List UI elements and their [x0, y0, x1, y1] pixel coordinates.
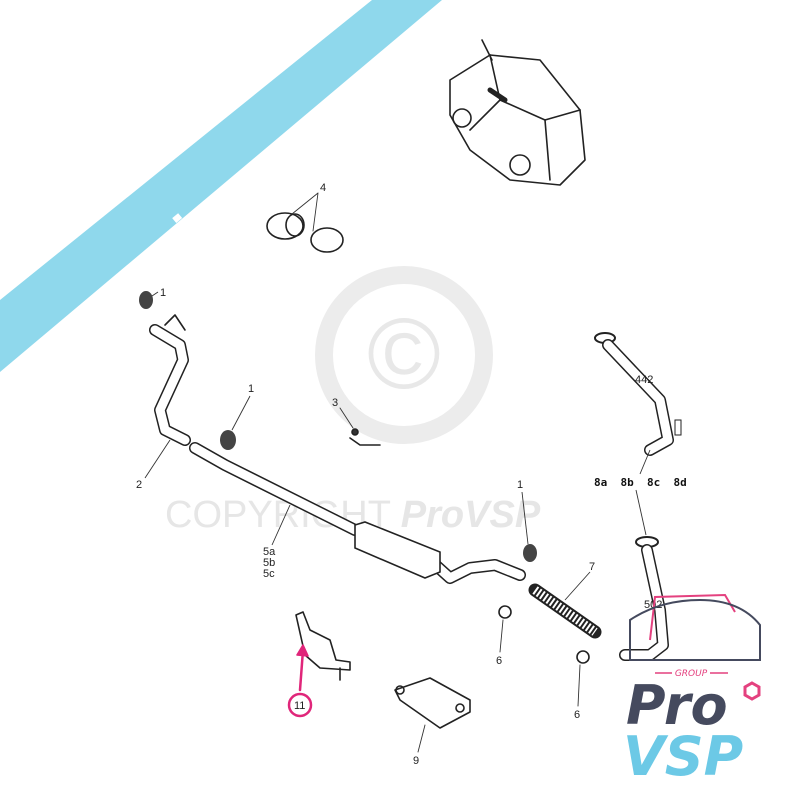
provsp-logo: GROUP Pro VSP — [623, 593, 761, 788]
callout-7: 7 — [589, 561, 595, 573]
callout-6: 6 — [496, 655, 502, 667]
part-5-muffler-pipe — [189, 442, 526, 584]
part-1-mount-middle — [220, 395, 251, 450]
part-442-front-pipe — [594, 332, 682, 475]
callout-1: 1 — [160, 287, 166, 299]
callout-1: 1 — [517, 479, 523, 491]
part-11-bracket — [287, 611, 351, 718]
logo-vsp-text: VSP — [623, 725, 743, 788]
callout-6: 6 — [574, 709, 580, 721]
logo-group-text: GROUP — [675, 669, 708, 679]
part-6-clamps — [498, 605, 590, 707]
part-2-tailpipe — [144, 314, 191, 479]
callout-5b: 5b — [263, 557, 275, 569]
callout-5c: 5c — [263, 568, 275, 580]
callout-11: 11 — [294, 700, 305, 712]
part-1-mount-left — [139, 291, 159, 309]
part-3-bolt — [339, 407, 381, 446]
part-4-mounts — [266, 192, 344, 253]
callout-2: 2 — [136, 479, 142, 491]
callout-labels: 4 1 1 3 2 442 8a 8b 8c 8d 1 5a 5b 5c 7 5… — [136, 182, 687, 767]
copyright-symbol: © — [367, 298, 441, 410]
banner-text: pro-piece-vsp.com — [59, 0, 455, 343]
callout-1: 1 — [248, 383, 254, 395]
copyright-watermark: © COPYRIGHT ProVSP — [165, 266, 541, 536]
part-8-downpipe — [619, 489, 669, 661]
part-9-support — [394, 677, 471, 753]
callout-3: 3 — [332, 397, 338, 409]
callout-442: 442 — [635, 374, 653, 386]
car-illustration — [449, 39, 586, 186]
callout-4: 4 — [320, 182, 326, 194]
callout-8: 8a 8b 8c 8d — [594, 476, 687, 489]
callout-9: 9 — [413, 755, 419, 767]
part-1-mount-right — [521, 491, 537, 562]
logo-pro-text: Pro — [626, 674, 728, 737]
callout-5a: 5a — [263, 546, 276, 558]
part-7-flex-pipe — [528, 571, 602, 639]
